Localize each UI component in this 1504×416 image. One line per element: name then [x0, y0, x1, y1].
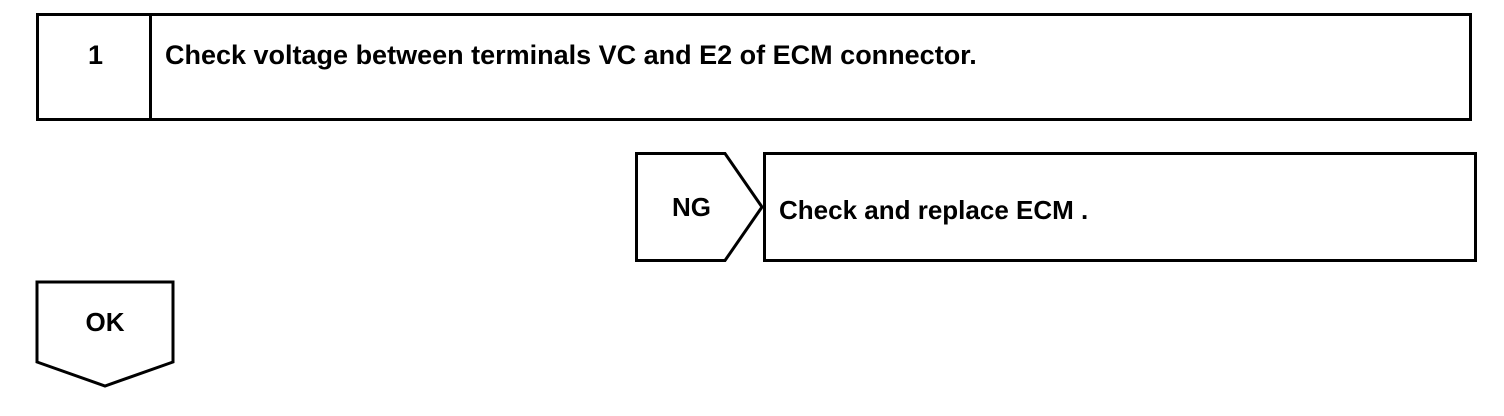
step-number: 1 [87, 40, 104, 70]
ok-arrow-shape [35, 280, 175, 388]
ok-label: OK [85, 307, 125, 337]
ng-branch-tag: NG [635, 152, 765, 262]
step-box: 1 Check voltage between terminals VC and… [36, 13, 1472, 121]
ng-result-box: Check and replace ECM . [763, 152, 1477, 262]
ok-branch-tag: OK [35, 280, 175, 390]
ng-label: NG [672, 192, 711, 222]
ng-arrow-shape [635, 152, 764, 262]
step-instruction: Check voltage between terminals VC and E… [165, 40, 977, 70]
step-number-cell: 1 [39, 16, 152, 118]
ng-action-text: Check and replace ECM . [779, 195, 1089, 225]
